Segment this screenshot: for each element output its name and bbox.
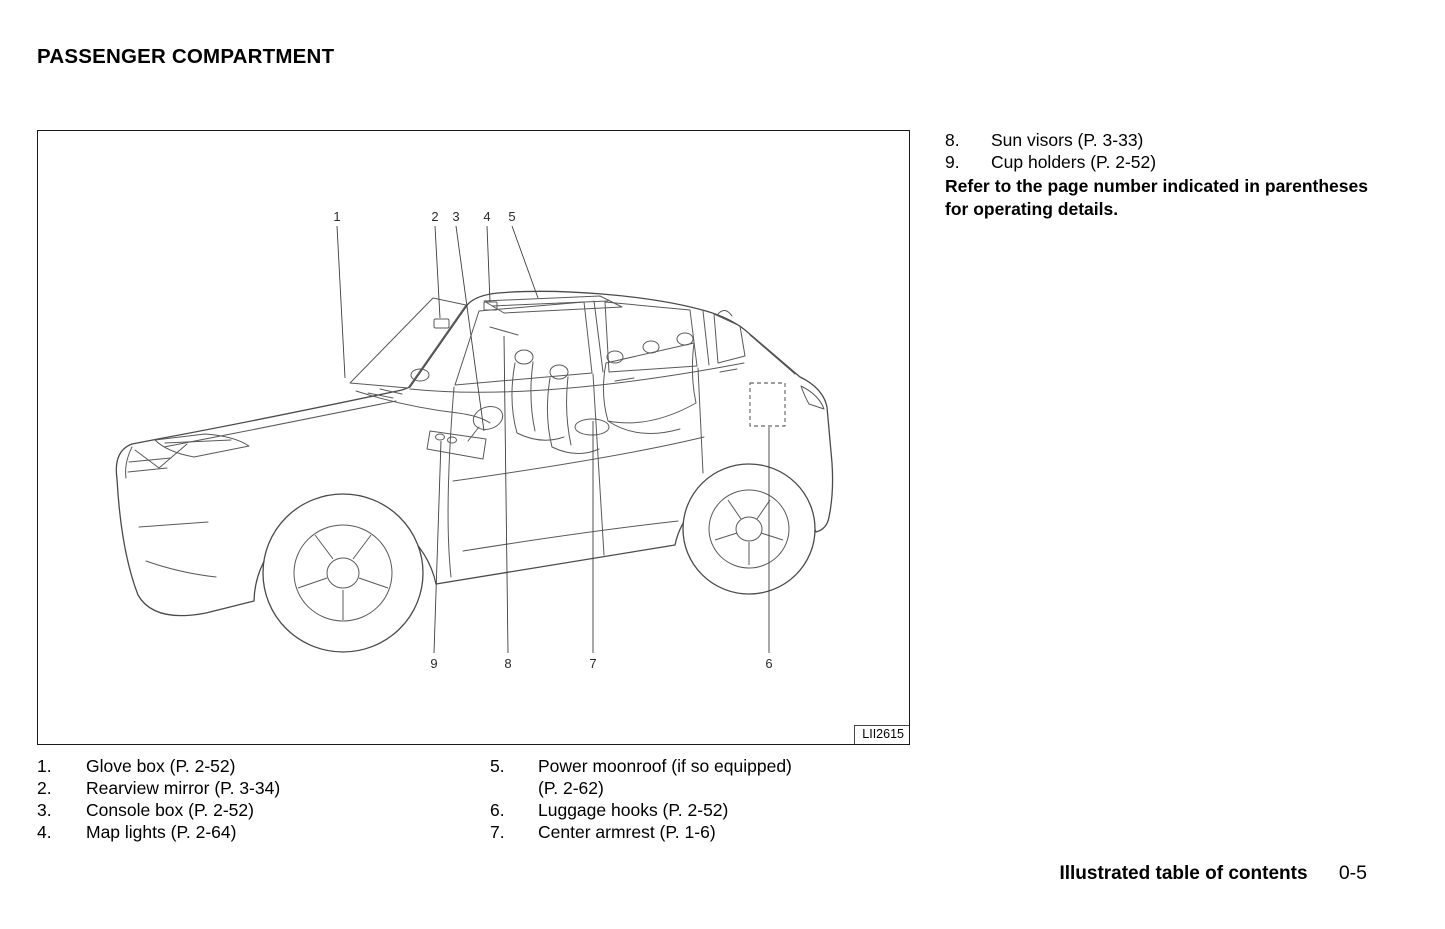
door-handle bbox=[614, 377, 635, 382]
legend-item-2: 2. Rearview mirror (P. 3-34) bbox=[37, 777, 467, 799]
item-number: 3. bbox=[37, 800, 52, 820]
callout-number-2: 2 bbox=[431, 209, 438, 224]
grille bbox=[134, 443, 188, 469]
front-door-window bbox=[454, 301, 593, 386]
figure-passenger-compartment: 1 2 3 4 5 9 8 7 6 LII2615 bbox=[37, 130, 910, 745]
console-box bbox=[426, 430, 487, 460]
item-number: 5. bbox=[490, 756, 505, 776]
item-number: 4. bbox=[37, 822, 52, 842]
item-label: Map lights (P. 2-64) bbox=[86, 822, 237, 842]
callout-line-5 bbox=[511, 225, 539, 299]
item-label-line2: (P. 2-62) bbox=[538, 778, 604, 798]
rear-door-window bbox=[604, 301, 698, 373]
legend-left: 1. Glove box (P. 2-52) 2. Rearview mirro… bbox=[37, 755, 467, 843]
map-light bbox=[483, 301, 498, 311]
footer-page-number: 0-5 bbox=[1338, 862, 1367, 884]
cup-holder bbox=[447, 436, 457, 444]
legend-item-9: 9. Cup holders (P. 2-52) bbox=[945, 151, 1368, 173]
cup-holder bbox=[435, 433, 445, 441]
rear-wheel bbox=[682, 463, 816, 595]
door-handle bbox=[719, 368, 738, 373]
car-body-outline bbox=[115, 290, 834, 617]
callout-line-2 bbox=[434, 225, 441, 319]
legend-right: 5. Power moonroof (if so equipped)(P. 2-… bbox=[490, 755, 900, 843]
item-label: Console box (P. 2-52) bbox=[86, 800, 254, 820]
front-seat bbox=[546, 376, 600, 454]
callout-number-5: 5 bbox=[508, 209, 515, 224]
callout-number-1: 1 bbox=[333, 209, 340, 224]
center-armrest bbox=[574, 418, 610, 436]
legend-item-5: 5. Power moonroof (if so equipped)(P. 2-… bbox=[490, 755, 900, 799]
callout-number-9: 9 bbox=[430, 656, 437, 671]
sun-visor bbox=[489, 326, 519, 336]
page-title: PASSENGER COMPARTMENT bbox=[37, 45, 335, 68]
side-mirror bbox=[410, 368, 430, 382]
item-number: 1. bbox=[37, 756, 52, 776]
item-number: 6. bbox=[490, 800, 505, 820]
legend-item-3: 3. Console box (P. 2-52) bbox=[37, 799, 467, 821]
front-wheel bbox=[262, 493, 424, 653]
right-column: 8. Sun visors (P. 3-33) 9. Cup holders (… bbox=[945, 129, 1368, 221]
car-interior bbox=[355, 301, 786, 460]
callout-number-8: 8 bbox=[504, 656, 511, 671]
callout-lines bbox=[336, 225, 770, 654]
item-number: 7. bbox=[490, 822, 505, 842]
item-label: Sun visors (P. 3-33) bbox=[991, 130, 1144, 150]
car-illustration: 1 2 3 4 5 9 8 7 6 bbox=[115, 209, 834, 671]
item-label: Rearview mirror (P. 3-34) bbox=[86, 778, 281, 798]
callout-line-8 bbox=[503, 335, 509, 654]
legend-item-6: 6. Luggage hooks (P. 2-52) bbox=[490, 799, 900, 821]
item-label: Cup holders (P. 2-52) bbox=[991, 152, 1157, 172]
legend-item-4: 4. Map lights (P. 2-64) bbox=[37, 821, 467, 843]
windshield bbox=[349, 297, 467, 389]
figure-code: LII2615 bbox=[854, 725, 909, 744]
legend-item-8: 8. Sun visors (P. 3-33) bbox=[945, 129, 1368, 151]
tail-lamp bbox=[800, 385, 825, 410]
headlight bbox=[154, 433, 250, 458]
steering-wheel bbox=[472, 406, 504, 430]
dashboard bbox=[355, 390, 491, 424]
item-number: 2. bbox=[37, 778, 52, 798]
callout-line-4 bbox=[486, 225, 491, 303]
note-text: Refer to the page number indicated in pa… bbox=[945, 176, 1368, 219]
luggage-hooks-area bbox=[749, 382, 786, 427]
item-number: 9. bbox=[945, 152, 960, 172]
antenna-fin bbox=[717, 310, 733, 317]
item-label-line1: Power moonroof (if so equipped) bbox=[538, 756, 792, 776]
callout-number-4: 4 bbox=[483, 209, 490, 224]
footer-section-title: Illustrated table of contents bbox=[1059, 863, 1308, 884]
legend-item-1: 1. Glove box (P. 2-52) bbox=[37, 755, 467, 777]
callout-line-9 bbox=[433, 440, 442, 654]
callout-number-6: 6 bbox=[765, 656, 772, 671]
rear-seat bbox=[602, 342, 697, 434]
item-label: Center armrest (P. 1-6) bbox=[538, 822, 716, 842]
legend-item-7: 7. Center armrest (P. 1-6) bbox=[490, 821, 900, 843]
page-footer: Illustrated table of contents 0-5 bbox=[1059, 862, 1367, 885]
item-number: 8. bbox=[945, 130, 960, 150]
callout-number-7: 7 bbox=[589, 656, 596, 671]
quarter-window bbox=[713, 313, 746, 364]
front-seat bbox=[511, 361, 565, 441]
callout-line-3 bbox=[455, 225, 485, 432]
callout-numbers: 1 2 3 4 5 9 8 7 6 bbox=[333, 209, 772, 671]
item-label: Power moonroof (if so equipped)(P. 2-62) bbox=[538, 755, 792, 799]
callout-number-3: 3 bbox=[452, 209, 459, 224]
rearview-mirror bbox=[433, 318, 450, 329]
item-label: Luggage hooks (P. 2-52) bbox=[538, 800, 729, 820]
item-label: Glove box (P. 2-52) bbox=[86, 756, 236, 776]
callout-line-1 bbox=[336, 225, 346, 379]
